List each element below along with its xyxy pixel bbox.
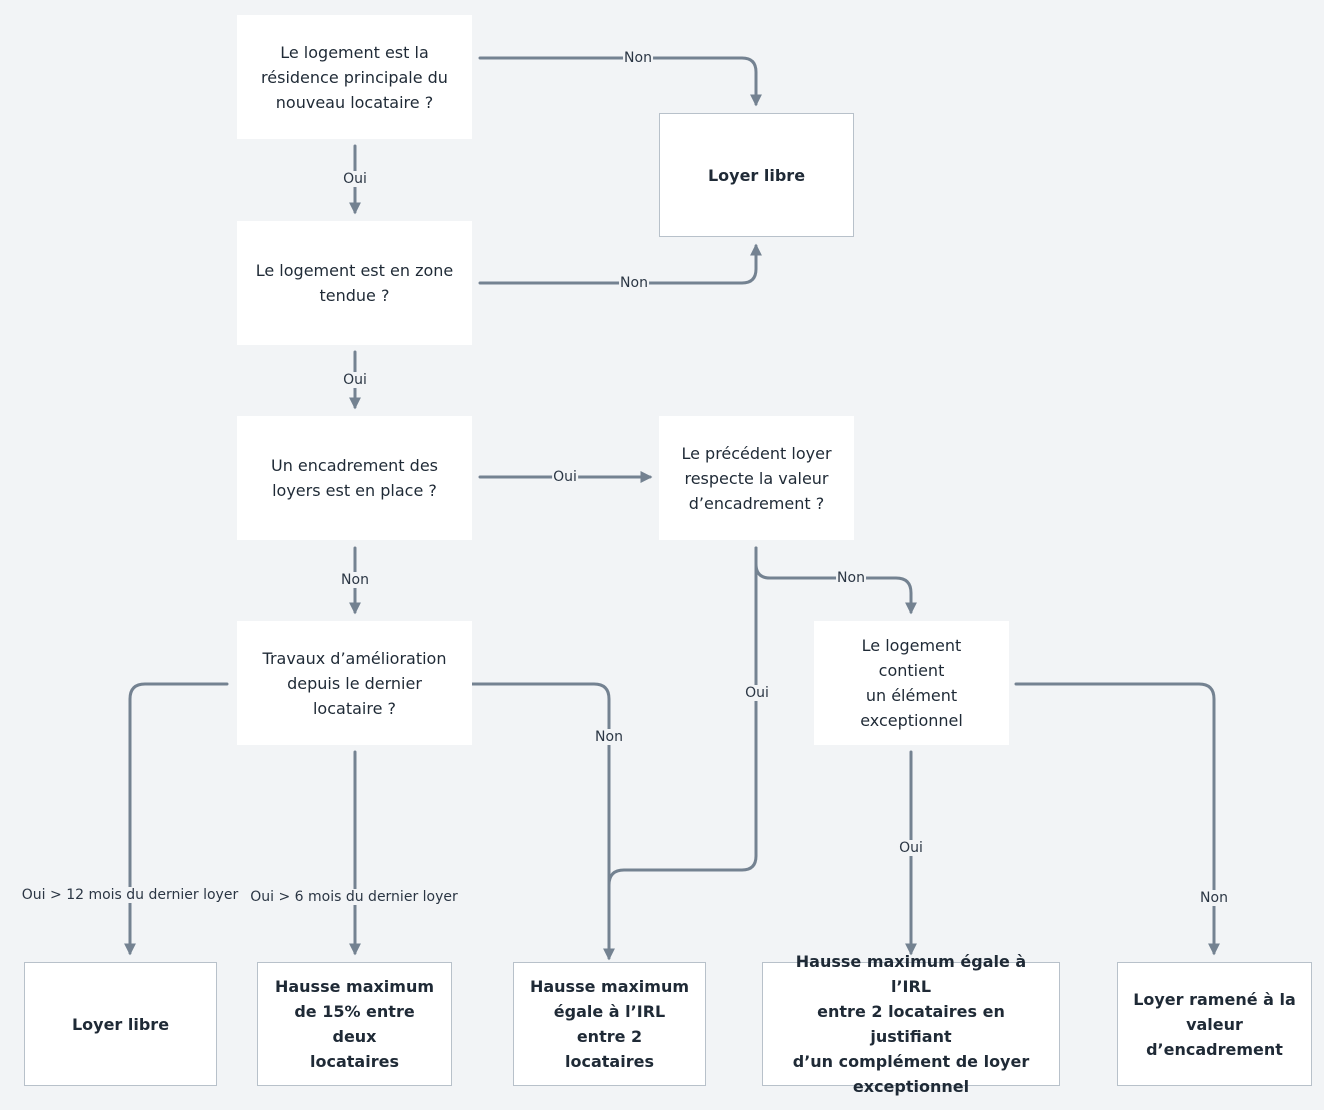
node-precedent-loyer: Le précédent loyer respecte la valeur d’…	[659, 416, 854, 540]
edge-residence-non	[478, 56, 762, 107]
edge-label-precedent-non: Non	[836, 570, 866, 586]
edge-label-exceptionnel-oui: Oui	[898, 840, 924, 856]
edge-label-zone-non: Non	[619, 275, 649, 291]
node-element-exceptionnel: Le logement contient un élément exceptio…	[814, 621, 1009, 745]
edge-label-travaux-6-mois: Oui > 6 mois du dernier loyer	[249, 889, 459, 905]
node-travaux: Travaux d’amélioration depuis le dernier…	[237, 621, 472, 745]
edge-zone-non	[478, 243, 762, 285]
node-loyer-libre-top: Loyer libre	[659, 113, 854, 237]
edge-label-residence-oui: Oui	[342, 171, 368, 187]
node-hausse-irl-complement: Hausse maximum égale à l’IRL entre 2 loc…	[762, 952, 1060, 1096]
edge-precedent-oui	[607, 546, 758, 887]
edge-precedent-non	[754, 546, 917, 615]
edge-label-precedent-oui: Oui	[744, 685, 770, 701]
node-hausse-15: Hausse maximum de 15% entre deux locatai…	[257, 962, 452, 1086]
node-encadrement-place: Un encadrement des loyers est en place ?	[237, 416, 472, 540]
edge-label-zone-oui: Oui	[342, 372, 368, 388]
node-loyer-libre-bottom: Loyer libre	[24, 962, 217, 1086]
edge-label-travaux-non: Non	[594, 729, 624, 745]
node-hausse-irl: Hausse maximum égale à l’IRL entre 2 loc…	[513, 962, 706, 1086]
node-loyer-ramene: Loyer ramené à la valeur d’encadrement	[1117, 962, 1312, 1086]
node-zone-tendue: Le logement est en zone tendue ?	[237, 221, 472, 345]
edge-label-encadrement-oui: Oui	[552, 469, 578, 485]
edge-label-encadrement-non: Non	[340, 572, 370, 588]
edge-label-residence-non: Non	[623, 50, 653, 66]
edge-label-exceptionnel-non: Non	[1199, 890, 1229, 906]
edge-exceptionnel-non	[1014, 682, 1220, 956]
edge-travaux-non	[470, 682, 615, 961]
edge-travaux-12-mois	[124, 682, 229, 956]
edge-label-travaux-12-mois: Oui > 12 mois du dernier loyer	[20, 887, 240, 903]
node-residence-principale: Le logement est la résidence principale …	[237, 15, 472, 139]
